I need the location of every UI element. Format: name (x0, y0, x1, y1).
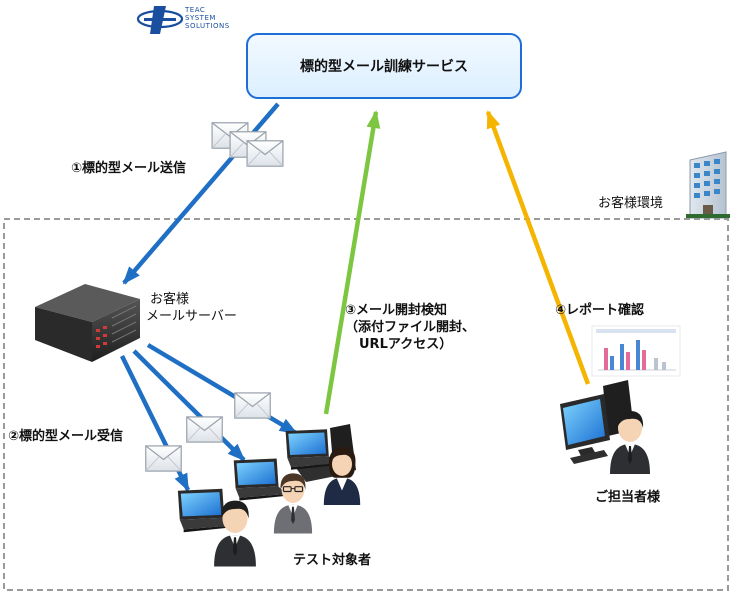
server-label-line-1: お客様 (150, 292, 190, 307)
building-icon (686, 151, 730, 219)
customer-environment-boundary (3, 218, 729, 591)
report-arrow (485, 110, 591, 385)
server-label: お客様 メールサーバー (146, 291, 237, 325)
step-3-label: ③メール開封検知 （添付ファイル開封、 URLアクセス） (345, 302, 475, 353)
envelope-icon (246, 140, 284, 167)
send-arrow (122, 102, 280, 285)
server-label-line-2: メールサーバー (146, 309, 237, 324)
envelope-icon (186, 416, 223, 443)
step-4-label: ④レポート確認 (555, 303, 645, 318)
service-title: 標的型メール訓練サービス (300, 59, 468, 75)
open-detection-arrow (323, 110, 381, 415)
customer-environment-label: お客様環境 (598, 196, 664, 211)
logo-line-2: SYSTEM (185, 14, 216, 22)
logo-line-1: TEAC (185, 6, 206, 14)
person-icon (273, 472, 313, 534)
step-2-label: ②標的型メール受信 (8, 429, 124, 444)
receive-arrow-3 (146, 343, 298, 435)
logo-text: TEAC SYSTEM SOLUTIONS (185, 6, 230, 30)
server-icon (35, 284, 140, 362)
envelope-icon (145, 445, 182, 472)
admin-label: ご担当者様 (595, 490, 661, 505)
step-3-line-1: ③メール開封検知 (345, 303, 448, 318)
logo-icon (136, 6, 184, 34)
report-chart-icon (591, 325, 681, 377)
receive-arrow-2 (132, 349, 246, 462)
step-3-line-3: URLアクセス） (359, 337, 453, 352)
laptop-icon (285, 429, 336, 470)
envelope-icon (234, 392, 271, 419)
service-box: 標的型メール訓練サービス (246, 33, 522, 99)
step-3-line-2: （添付ファイル開封、 (345, 320, 476, 335)
laptop-icon (233, 458, 286, 501)
logo-line-3: SOLUTIONS (185, 22, 230, 30)
step-1-label: ①標的型メール送信 (71, 161, 187, 176)
test-targets-label: テスト対象者 (293, 553, 372, 568)
